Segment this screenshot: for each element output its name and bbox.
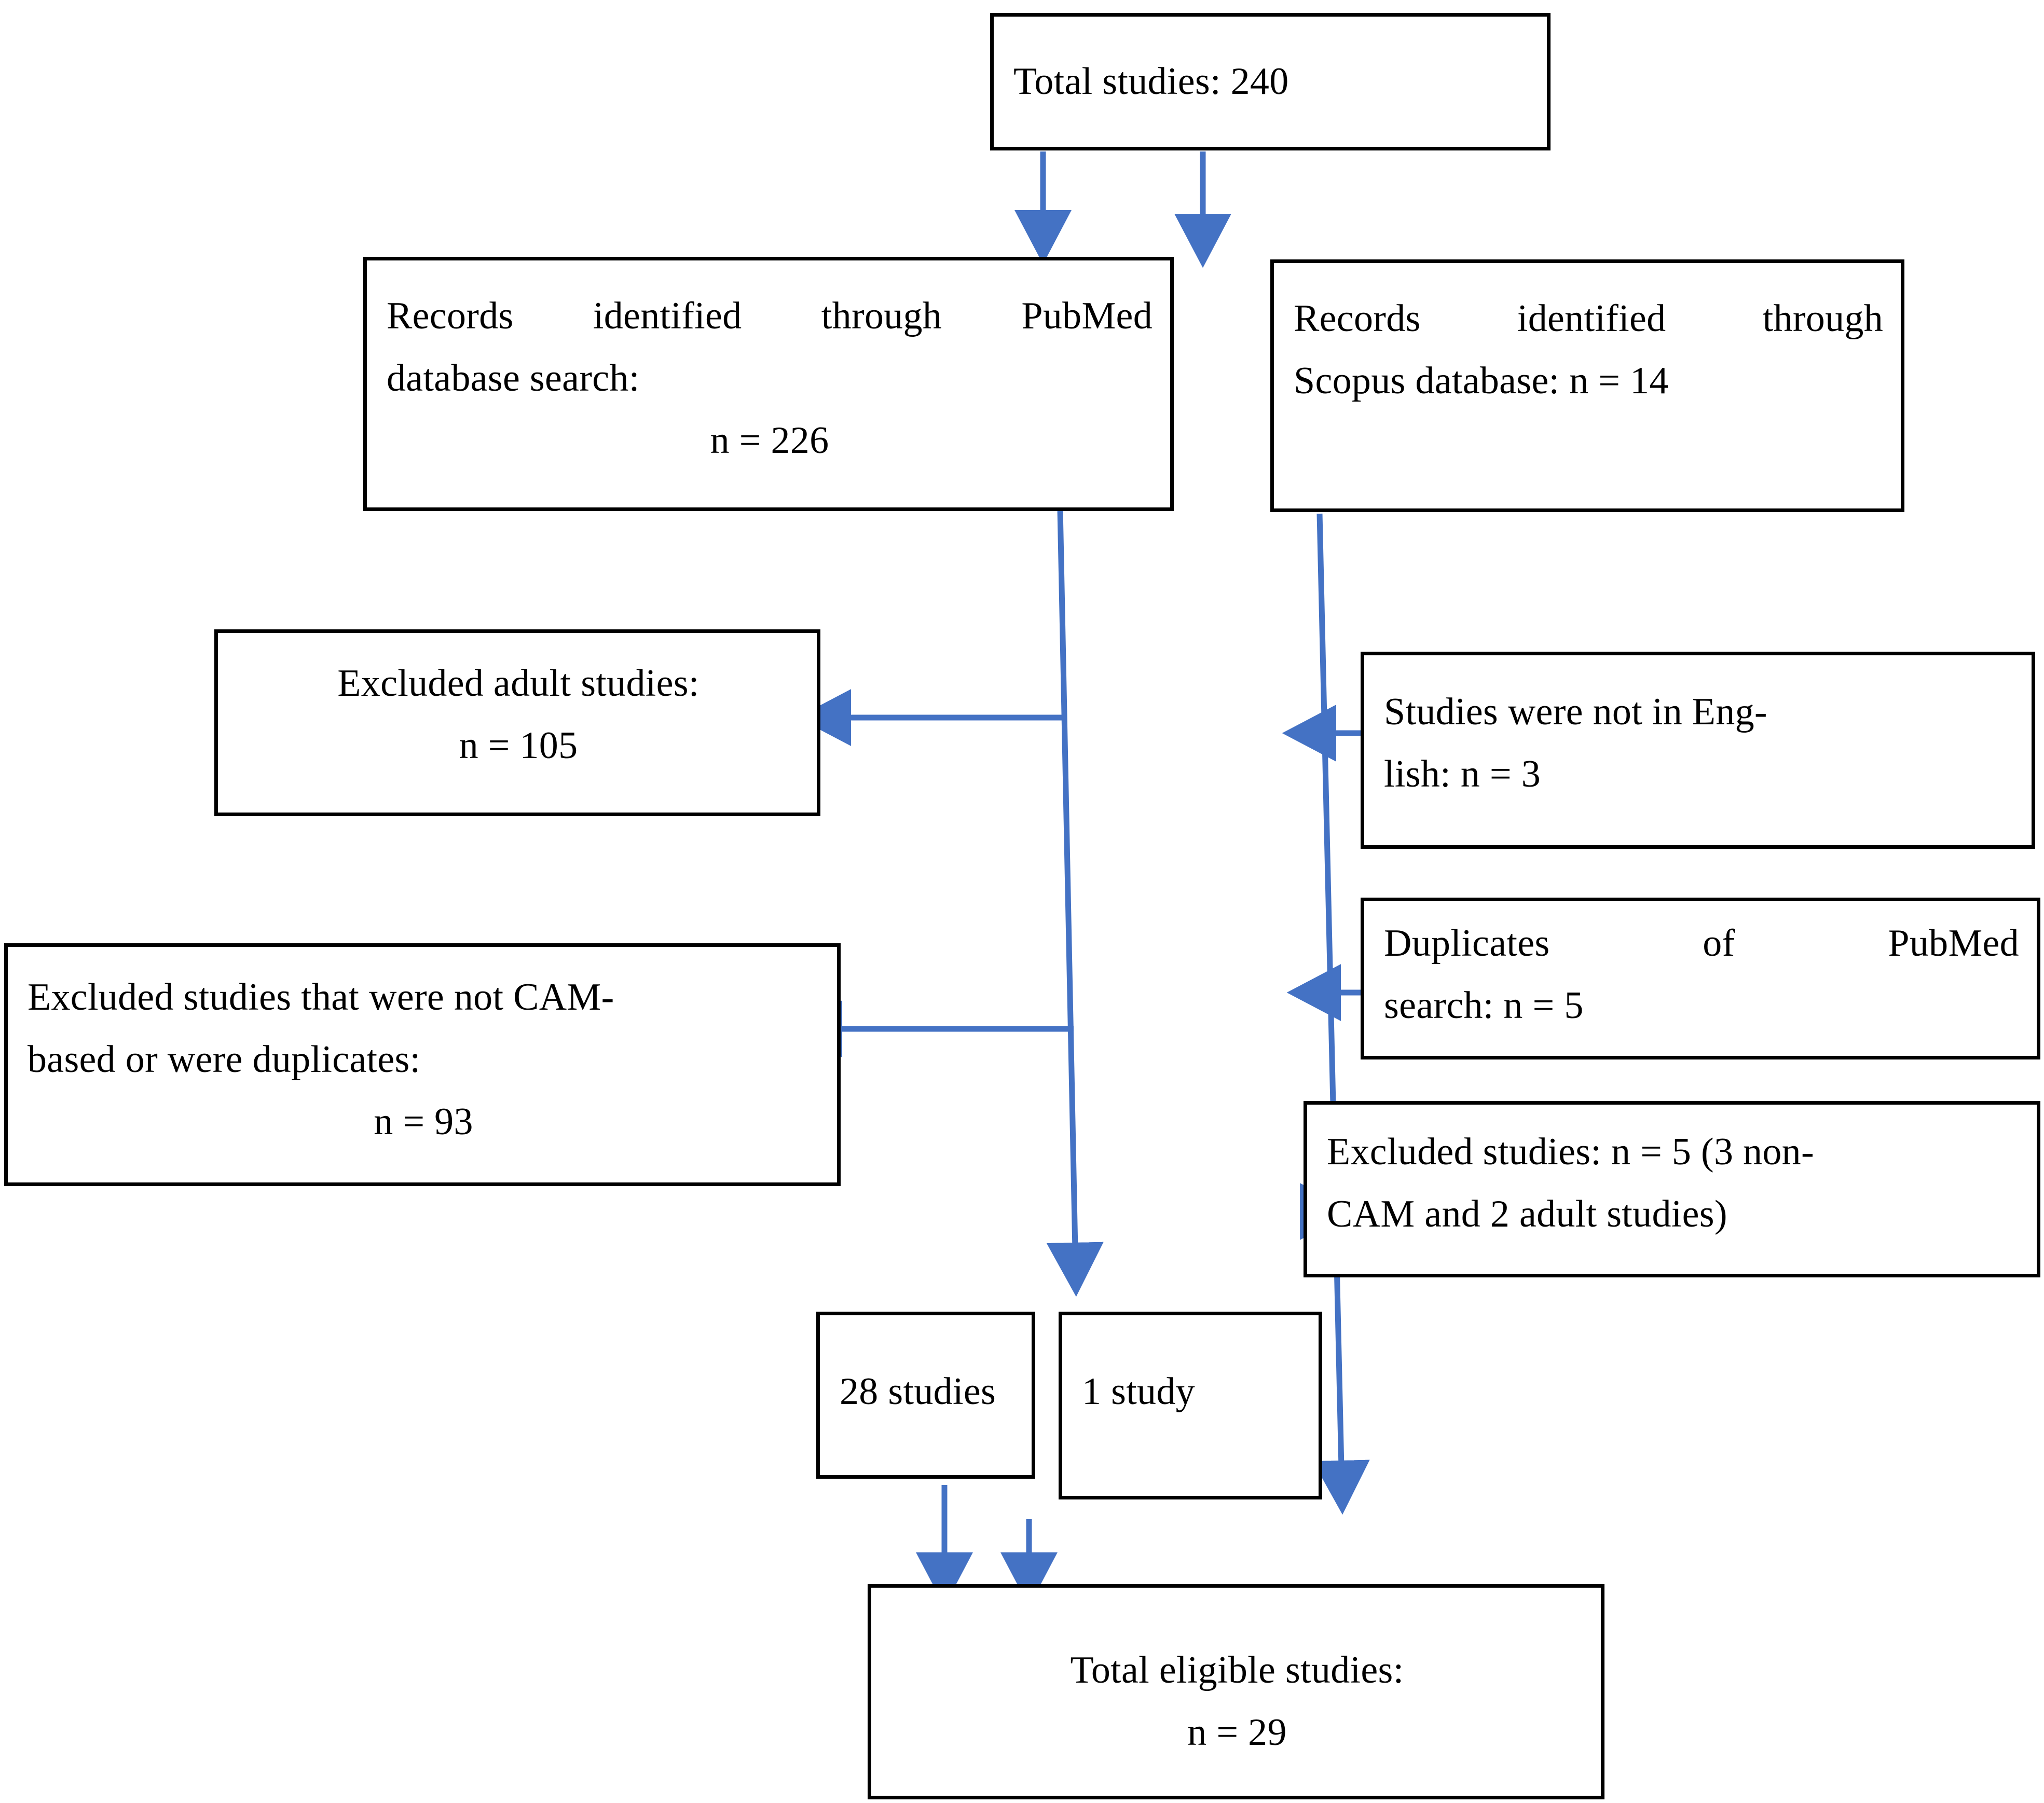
excluded-scopus-line1: Excluded studies: n = 5 (3 non- [1327,1131,1814,1173]
duplicates-line2: search: n = 5 [1384,984,1584,1027]
box-not-english[interactable]: Studies were not in Eng- lish: n = 3 [1361,652,2035,849]
scopus-records-line1: Records identified through [1294,297,1883,340]
scopus-records-line2: Scopus database: n = 14 [1294,359,1669,402]
not-english-line1: Studies were not in Eng- [1384,691,1767,733]
box-pubmed-records[interactable]: Records identified through PubMed databa… [363,257,1174,511]
box-duplicates-pubmed[interactable]: Duplicates of PubMed search: n = 5 [1361,898,2040,1059]
box-total-studies[interactable]: Total studies: 240 [990,13,1551,150]
box-excluded-scopus-studies[interactable]: Excluded studies: n = 5 (3 non- CAM and … [1304,1101,2040,1277]
excluded-cam-count: n = 93 [374,1100,473,1143]
box-total-eligible[interactable]: Total eligible studies: n = 29 [868,1584,1604,1799]
box-excluded-adult-studies[interactable]: Excluded adult studies: n = 105 [214,629,820,816]
duplicates-line1: Duplicates of PubMed [1384,922,2019,965]
box-scopus-result[interactable]: 1 study [1059,1312,1322,1499]
excluded-adult-line1: Excluded adult studies: [337,662,699,705]
excluded-adult-count: n = 105 [459,724,578,767]
excluded-scopus-line2: CAM and 2 adult studies) [1327,1192,1727,1235]
total-studies-label: Total studies: 240 [1013,60,1289,103]
connector-scopus-spine [1312,513,1370,1515]
box-excluded-cam-studies[interactable]: Excluded studies that were not CAM- base… [4,943,841,1186]
excluded-cam-line1: Excluded studies that were not CAM- [28,976,614,1019]
not-english-line2: lish: n = 3 [1384,752,1541,795]
pubmed-records-count: n = 226 [710,419,829,462]
pubmed-records-line1: Records identified through PubMed [387,295,1153,337]
connector-pubmed-spine [1046,509,1104,1297]
pubmed-result-label: 28 studies [840,1370,996,1413]
box-pubmed-result[interactable]: 28 studies [816,1312,1035,1479]
scopus-result-label: 1 study [1082,1370,1195,1413]
excluded-cam-line2: based or were duplicates: [28,1038,421,1081]
total-eligible-line1: Total eligible studies: [1070,1649,1404,1691]
total-eligible-count: n = 29 [1187,1711,1287,1754]
box-scopus-records[interactable]: Records identified through Scopus databa… [1270,259,1904,512]
pubmed-records-line2: database search: [387,356,640,400]
